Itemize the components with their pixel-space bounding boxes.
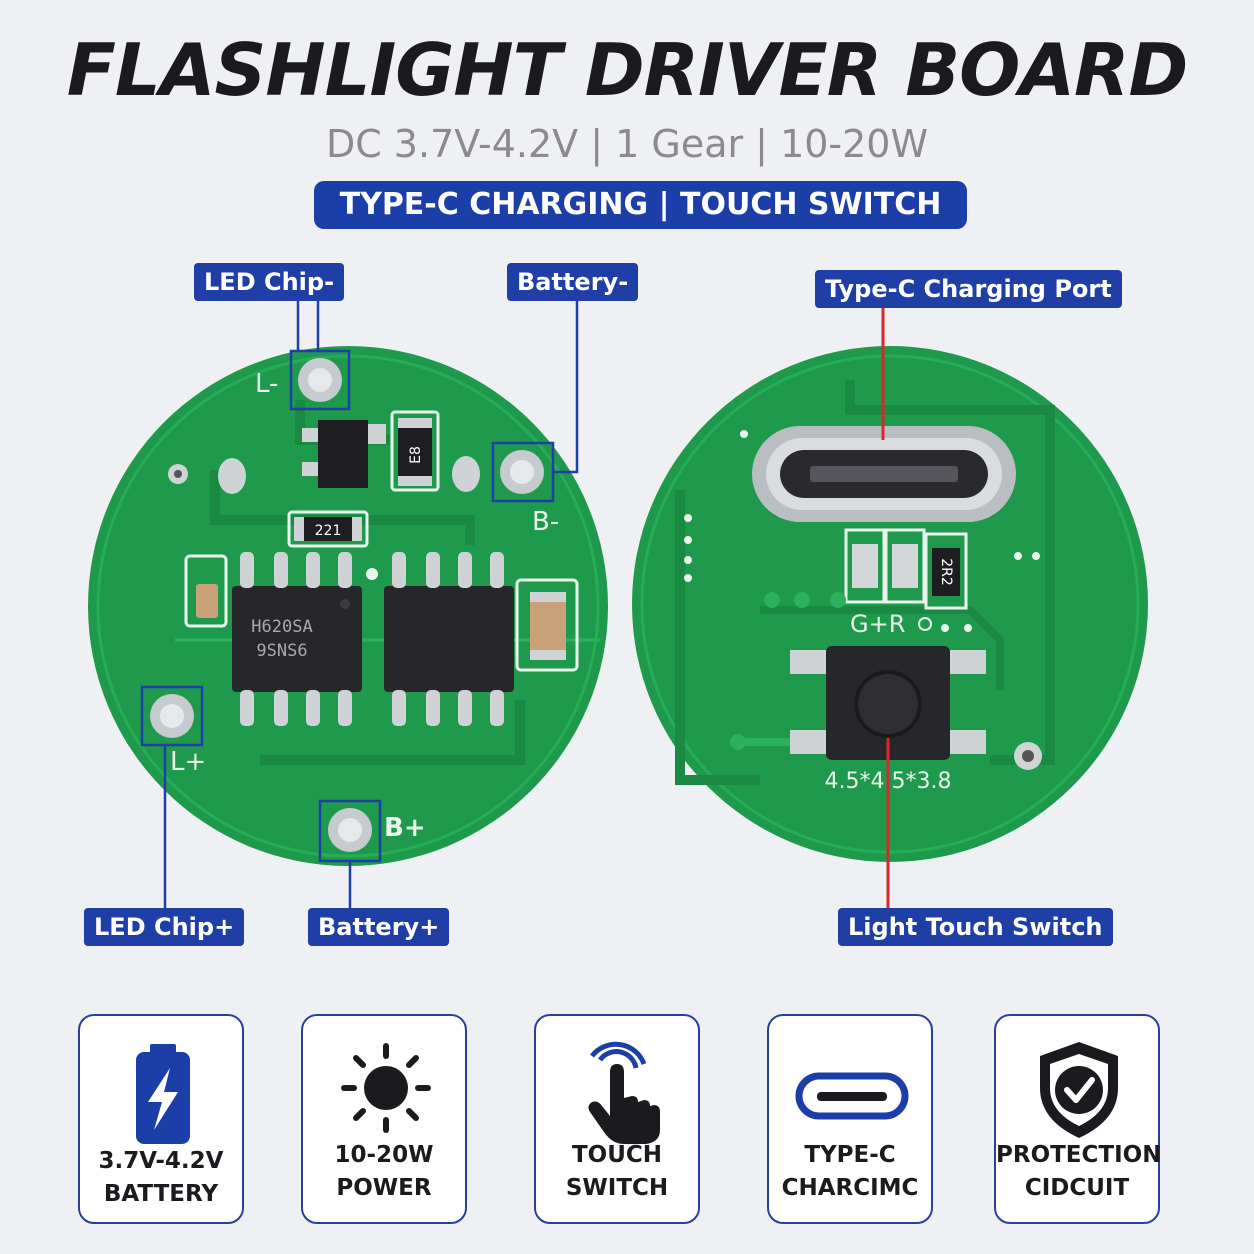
ic-left: H620SA 9SNS6 <box>232 552 362 726</box>
pad-label-b-minus: B- <box>532 507 559 537</box>
ic-right <box>384 552 514 726</box>
pad-l-minus <box>289 349 351 411</box>
ic-left-code: H620SA <box>251 617 312 637</box>
touch-hand-icon <box>588 1041 660 1144</box>
pad-l-plus <box>140 685 204 747</box>
feature-battery-line1: 3.7V-4.2V <box>98 1148 224 1174</box>
pad-label-l-minus: L- <box>255 369 278 399</box>
feature-typec-line2: CHARCIMC <box>781 1175 919 1201</box>
feature-protection-line2: CIDCUIT <box>1024 1175 1130 1201</box>
feature-touch-line1: TOUCH <box>571 1142 663 1168</box>
feature-protection: PROTECTION CIDCUIT <box>994 1014 1162 1224</box>
feature-battery: 3.7V-4.2V BATTERY <box>78 1014 244 1224</box>
label-typec-port: Type-C Charging Port <box>815 270 1122 308</box>
feature-power: 10-20W POWER <box>301 1014 467 1224</box>
pad-b-plus <box>318 799 382 863</box>
smd-top-code: E8 <box>408 446 424 464</box>
pad-b-minus <box>491 441 555 503</box>
feature-battery-line2: BATTERY <box>103 1181 219 1207</box>
feature-badge: TYPE-C CHARGING | TOUCH SWITCH <box>314 181 967 229</box>
boards-illustration: E8 221 H620SA 9SNS6 <box>88 300 1148 910</box>
type-c-icon <box>795 1072 909 1120</box>
feature-typec: TYPE-C CHARCIMC <box>767 1014 933 1224</box>
label-led-chip-minus: LED Chip- <box>194 263 345 301</box>
ic-left-subcode: 9SNS6 <box>256 641 307 661</box>
sun-icon <box>341 1043 431 1133</box>
board-front: E8 221 H620SA 9SNS6 <box>88 300 608 910</box>
label-led-chip-plus: LED Chip+ <box>84 908 245 946</box>
board-back: 2R2 G+R 4.5*4.5*3.8 <box>632 306 1148 908</box>
feature-touch-line2: SWITCH <box>565 1175 669 1201</box>
shield-check-icon <box>1040 1042 1118 1138</box>
feature-touch: TOUCH SWITCH <box>534 1014 700 1224</box>
feature-typec-line1: TYPE-C <box>804 1142 896 1168</box>
res-code: 2R2 <box>938 558 954 586</box>
touch-switch-illustration <box>790 646 986 760</box>
pad-label-b-plus: B+ <box>384 813 426 843</box>
label-battery-minus: Battery- <box>507 263 639 301</box>
feature-power-line1: 10-20W <box>334 1142 434 1168</box>
feature-protection-line1: PROTECTION <box>996 1142 1162 1168</box>
pad-label-l-plus: L+ <box>170 747 206 777</box>
battery-bolt-icon <box>136 1044 190 1144</box>
page-subtitle: DC 3.7V-4.2V | 1 Gear | 10-20W <box>325 122 929 166</box>
page-title: FLASHLIGHT DRIVER BOARD <box>66 28 1189 112</box>
label-battery-plus: Battery+ <box>308 908 450 946</box>
feature-power-line2: POWER <box>336 1175 432 1201</box>
typec-port-illustration <box>752 426 1016 522</box>
smd-res-code: 221 <box>315 523 342 539</box>
led-label: G+R <box>850 610 905 638</box>
label-touch-switch: Light Touch Switch <box>838 908 1113 946</box>
